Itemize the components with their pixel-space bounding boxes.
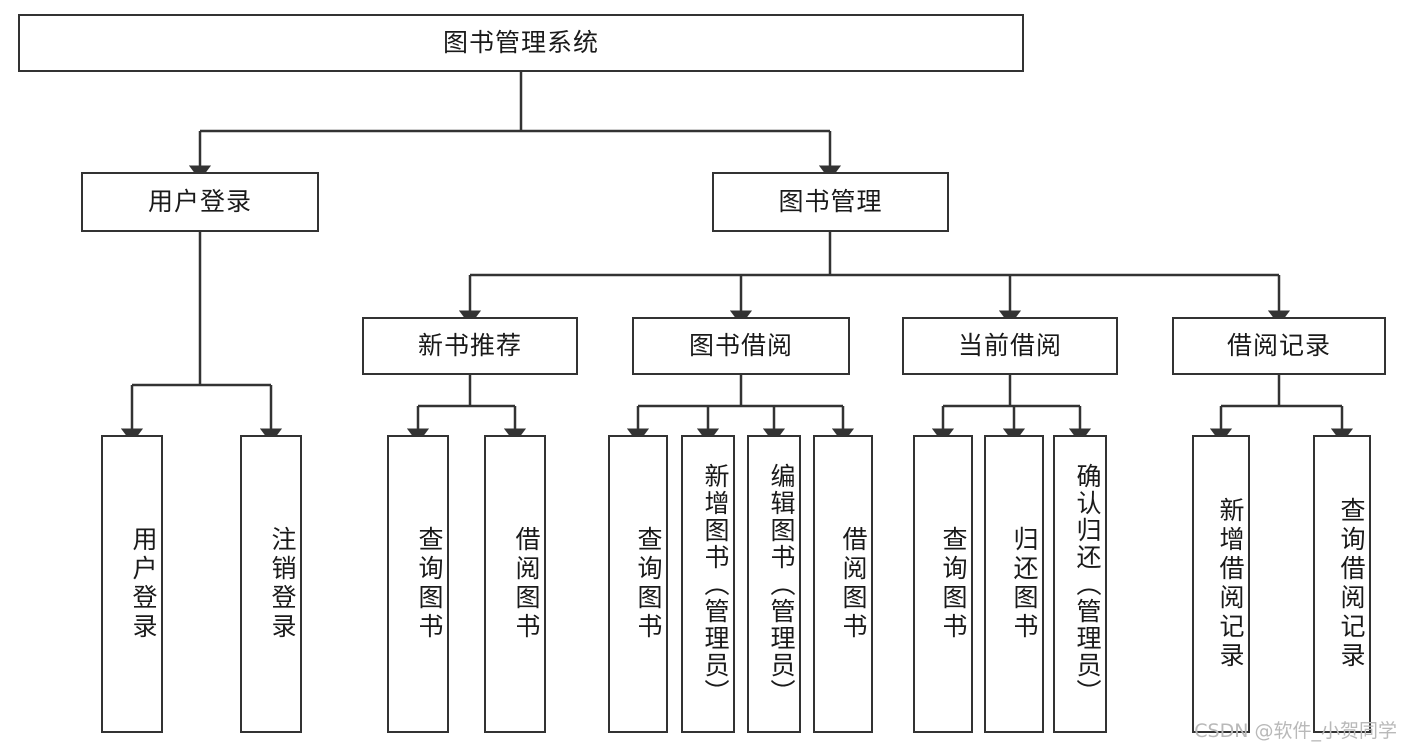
node-label: 确认归还（管理员）: [1073, 462, 1102, 706]
node-label: 新增借阅记录: [1216, 497, 1245, 671]
node-book-borrow[interactable]: 图书借阅: [632, 317, 850, 375]
connector-group: [120, 72, 1354, 444]
node-root[interactable]: 图书管理系统: [18, 14, 1024, 72]
node-leaf-query-book-rec[interactable]: 查询图书: [387, 435, 449, 733]
node-borrow-record[interactable]: 借阅记录: [1172, 317, 1386, 375]
node-label: 借阅图书: [839, 526, 868, 642]
node-label: 借阅记录: [1226, 331, 1331, 361]
node-label: 用户登录: [129, 526, 158, 642]
node-leaf-query-book-borrow[interactable]: 查询图书: [608, 435, 668, 733]
node-leaf-add-book[interactable]: 新增图书（管理员）: [681, 435, 735, 733]
node-new-book-recommend[interactable]: 新书推荐: [362, 317, 578, 375]
node-label: 查询图书: [939, 526, 968, 642]
node-label: 图书管理: [778, 187, 883, 217]
node-leaf-edit-book[interactable]: 编辑图书（管理员）: [747, 435, 801, 733]
node-label: 图书管理系统: [442, 28, 599, 58]
node-leaf-add-record[interactable]: 新增借阅记录: [1192, 435, 1250, 733]
node-leaf-borrow-book-rec[interactable]: 借阅图书: [484, 435, 546, 733]
node-leaf-return-book[interactable]: 归还图书: [984, 435, 1044, 733]
node-leaf-borrow-book[interactable]: 借阅图书: [813, 435, 873, 733]
node-label: 归还图书: [1010, 526, 1039, 642]
node-label: 用户登录: [147, 187, 252, 217]
watermark-label: CSDN @软件_小贺同学: [1194, 720, 1397, 742]
node-leaf-query-record[interactable]: 查询借阅记录: [1313, 435, 1371, 733]
node-leaf-confirm-return[interactable]: 确认归还（管理员）: [1053, 435, 1107, 733]
node-leaf-user-logout[interactable]: 注销登录: [240, 435, 302, 733]
node-label: 查询借阅记录: [1337, 497, 1366, 671]
node-label: 新书推荐: [417, 331, 522, 361]
node-label: 编辑图书（管理员）: [767, 462, 796, 706]
node-label: 查询图书: [634, 526, 663, 642]
node-book-management[interactable]: 图书管理: [712, 172, 949, 232]
node-label: 当前借阅: [957, 331, 1062, 361]
node-user-login[interactable]: 用户登录: [81, 172, 319, 232]
node-label: 注销登录: [268, 526, 297, 642]
node-current-borrow[interactable]: 当前借阅: [902, 317, 1118, 375]
node-label: 查询图书: [415, 526, 444, 642]
node-leaf-user-login[interactable]: 用户登录: [101, 435, 163, 733]
node-leaf-query-book-cur[interactable]: 查询图书: [913, 435, 973, 733]
node-label: 新增图书（管理员）: [701, 462, 730, 706]
node-label: 借阅图书: [512, 526, 541, 642]
node-label: 图书借阅: [688, 331, 793, 361]
